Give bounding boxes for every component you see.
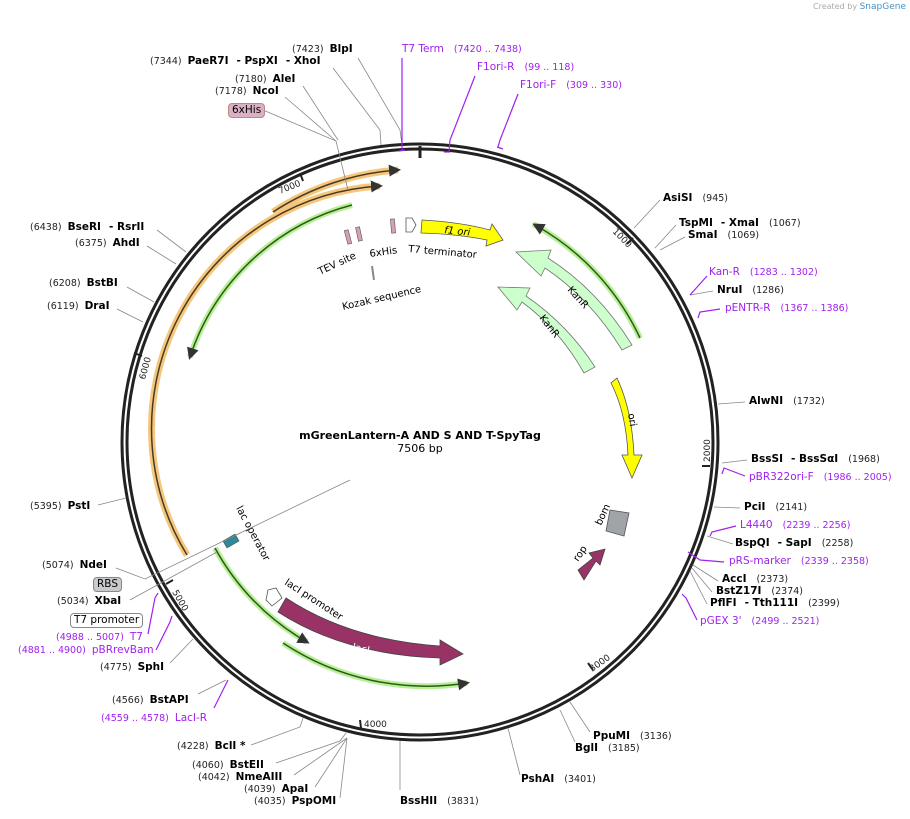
primer-pbr322ori-f[interactable]: pBR322ori-F(1986 .. 2005) xyxy=(749,471,892,483)
bom-box xyxy=(605,509,630,537)
enzyme-bspqi[interactable]: BspQI- SapI(2258) xyxy=(735,537,854,549)
enzyme-nmeaiii[interactable]: (4042)NmeAIII xyxy=(198,771,283,783)
credit-prefix: Created by xyxy=(813,2,858,11)
enzyme-pshai[interactable]: PshAI(3401) xyxy=(521,773,596,785)
t7-terminator-mark xyxy=(405,217,417,233)
his-tag-box[interactable]: 6xHis xyxy=(228,103,266,118)
primer-kan-r[interactable]: Kan-R(1283 .. 1302) xyxy=(709,266,818,278)
enzyme-paer7i[interactable]: (7344)PaeR7I- PspXI- XhoI xyxy=(150,55,321,67)
primer-l4440[interactable]: L4440(2239 .. 2256) xyxy=(740,519,851,531)
tev-site-mark-2 xyxy=(355,226,363,242)
lac-operator-mark xyxy=(222,533,240,549)
plasmid-name: mGreenLantern-A AND S AND T-SpyTag xyxy=(299,429,541,442)
enzyme-asisi[interactable]: AsiSI(945) xyxy=(663,192,728,204)
enzyme-apai[interactable]: (4039)ApaI xyxy=(244,783,309,795)
enzyme-bsshii[interactable]: BssHII(3831) xyxy=(400,795,479,807)
laci-label: lacI xyxy=(351,642,370,656)
rbs-box[interactable]: RBS xyxy=(93,577,122,592)
tick-label-4000: 4000 xyxy=(364,720,387,730)
enzyme-ncoi[interactable]: (7178)NcoI xyxy=(215,85,279,97)
rop-label: rop xyxy=(571,544,589,564)
enzyme-bstz17i[interactable]: BstZ17I(2374) xyxy=(716,585,803,597)
feature-arc-green-lac1 xyxy=(212,546,309,645)
tick-marks xyxy=(133,172,710,729)
enzyme-psti[interactable]: (5395)PstI xyxy=(30,500,91,512)
primer-pentr-r[interactable]: pENTR-R(1367 .. 1386) xyxy=(725,302,849,314)
enzyme-nrui[interactable]: NruI(1286) xyxy=(717,284,784,296)
primer-f1ori-r[interactable]: F1ori-R(99 .. 118) xyxy=(477,61,575,73)
kanr-arrow-2 xyxy=(497,286,596,374)
kanr-arrow-1 xyxy=(515,249,633,351)
enzyme-bseri[interactable]: (6438)BseRI- RsrII xyxy=(30,221,145,233)
enzyme-alei[interactable]: (7180)AleI xyxy=(235,73,296,85)
enzyme-drai[interactable]: (6119)DraI xyxy=(47,300,110,312)
enzyme-sphi[interactable]: (4775)SphI xyxy=(100,661,165,673)
primer-pbrrevbam[interactable]: (4881 .. 4900)pBRrevBam xyxy=(18,644,154,656)
primer-f1ori-f[interactable]: F1ori-F(309 .. 330) xyxy=(520,79,622,91)
enzyme-alwni[interactable]: AlwNI(1732) xyxy=(749,395,825,407)
ori-arrow xyxy=(610,377,643,480)
enzyme-leaders xyxy=(97,57,748,799)
plasmid-length: 7506 bp xyxy=(397,442,443,455)
f1-ori-arrow xyxy=(420,219,504,247)
feature-arc-orange-long xyxy=(148,182,381,557)
primer-laci-r[interactable]: (4559 .. 4578)LacI-R xyxy=(101,712,208,724)
tick-label-6000: 6000 xyxy=(138,356,154,381)
primer-leaders xyxy=(147,58,746,709)
enzyme-bcli[interactable]: (4228)BclI * xyxy=(177,740,246,752)
enzyme-pflfi[interactable]: PflFI- Tth111I(2399) xyxy=(710,597,840,609)
enzyme-bsssi[interactable]: BssSI- BssSαI(1968) xyxy=(751,453,880,465)
rop-arrow xyxy=(577,548,606,581)
t7-promoter-box[interactable]: T7 promoter xyxy=(70,613,144,628)
enzyme-pcii[interactable]: PciI(2141) xyxy=(744,501,808,513)
enzyme-tspmi[interactable]: TspMI- XmaI(1067) xyxy=(679,217,801,229)
credit: Created by SnapGene xyxy=(813,2,906,12)
ori-label: ori xyxy=(625,413,638,428)
his-mark xyxy=(390,218,396,234)
enzyme-smai[interactable]: SmaI(1069) xyxy=(688,229,760,241)
primer-prs-marker[interactable]: pRS-marker(2339 .. 2358) xyxy=(729,555,869,567)
enzyme-pspomi[interactable]: (4035)PspOMI xyxy=(254,795,337,807)
enzyme-ppumi[interactable]: PpuMI(3136) xyxy=(593,730,672,742)
enzyme-ahdi[interactable]: (6375)AhdI xyxy=(75,237,140,249)
enzyme-bsteii[interactable]: (4060)BstEII xyxy=(192,759,264,771)
kozak-mark xyxy=(371,265,375,281)
tick-label-2000: 2000 xyxy=(703,439,713,462)
enzyme-xbai[interactable]: (5034)XbaI xyxy=(57,595,122,607)
enzyme-ndei[interactable]: (5074)NdeI xyxy=(42,559,107,571)
enzyme-blpi[interactable]: (7423)BlpI xyxy=(292,43,353,55)
t7-terminator-label: T7 terminator xyxy=(407,244,478,261)
tev-site-mark-1 xyxy=(343,229,353,245)
enzyme-bgli[interactable]: BglI(3185) xyxy=(575,742,640,754)
primer-t7[interactable]: (4988 .. 5007)T7 xyxy=(56,631,143,643)
laci-arrow xyxy=(277,597,464,666)
tev-site-label: TEV site xyxy=(316,251,358,279)
kozak-label: Kozak sequence xyxy=(341,284,422,313)
backbone-outer xyxy=(120,142,720,742)
enzyme-acci[interactable]: AccI(2373) xyxy=(722,573,789,585)
snapgene-logo: SnapGene xyxy=(859,2,906,12)
his-feature-label: 6xHis xyxy=(369,245,398,260)
enzyme-bstbi[interactable]: (6208)BstBI xyxy=(49,277,118,289)
primer-t7-term[interactable]: T7 Term(7420 .. 7438) xyxy=(402,43,522,55)
enzyme-bstapi[interactable]: (4566)BstAPI xyxy=(112,694,189,706)
f1-ori-label: f1 ori xyxy=(444,225,471,239)
primer-pgex3[interactable]: pGEX 3'(2499 .. 2521) xyxy=(700,615,820,627)
laci-promoter-mark xyxy=(265,587,283,607)
